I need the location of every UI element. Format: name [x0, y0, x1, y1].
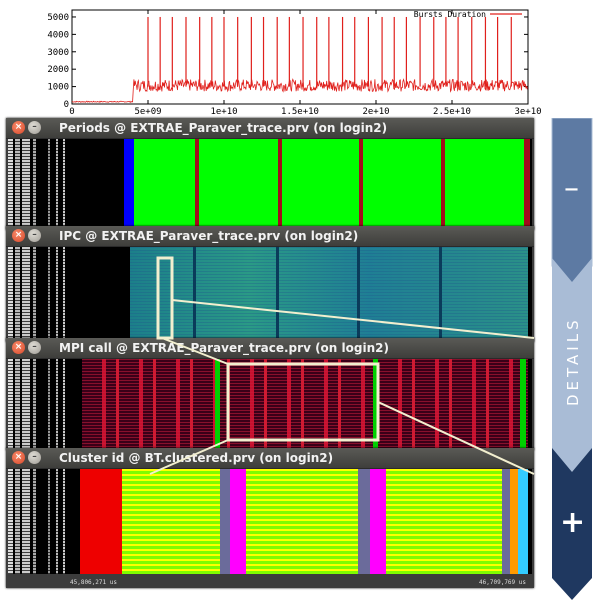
- y-tick-label: 2000: [47, 65, 69, 75]
- y-tick-label: 4000: [47, 30, 69, 40]
- cluster-orange-region: [510, 469, 518, 574]
- x-tick-label: 2e+10: [362, 107, 389, 117]
- process-labels: [8, 139, 72, 228]
- cluster-slate-region: [502, 469, 510, 574]
- y-tick-label: 3000: [47, 48, 69, 58]
- details-label: DETAILS: [564, 316, 582, 406]
- x-tick-label: 5e+09: [134, 107, 161, 117]
- ipc-teal-region: [130, 247, 528, 340]
- process-labels: [8, 469, 72, 574]
- x-tick-label: 3e+10: [514, 107, 541, 117]
- ipc-separator: [193, 247, 196, 340]
- period-separator: [441, 139, 445, 228]
- window-title: Periods @ EXTRAE_Paraver_trace.prv (on l…: [59, 121, 388, 135]
- timeline-black-region: [72, 469, 80, 574]
- details-middle-arrow: [552, 258, 592, 480]
- periods-blue-region: [124, 139, 134, 228]
- mpi-green-marker: [215, 359, 220, 448]
- mpi-call-region: [82, 359, 528, 448]
- periods-window[interactable]: × – Periods @ EXTRAE_Paraver_trace.prv (…: [6, 118, 534, 230]
- ipc-timeline[interactable]: [8, 247, 532, 340]
- periods-timeline[interactable]: [8, 139, 532, 228]
- minus-sign: –: [564, 171, 579, 206]
- cluster-slate-region: [358, 469, 370, 574]
- period-separator: [278, 139, 282, 228]
- process-labels: [8, 247, 72, 340]
- mpi-green-marker: [373, 359, 378, 448]
- chart-svg: 0 1000 2000 3000 4000 5000 0 5e+09 1e+10 1.5e+10 2…: [47, 9, 542, 117]
- mpi-call-timeline[interactable]: [8, 359, 532, 448]
- timeline-black-region: [72, 247, 130, 340]
- minimize-icon[interactable]: –: [28, 229, 41, 242]
- ipc-separator: [357, 247, 360, 340]
- window-title: Cluster id @ BT.clustered.prv (on login2…: [59, 451, 334, 465]
- period-separator: [195, 139, 199, 228]
- close-icon[interactable]: ×: [12, 341, 25, 354]
- y-tick-label: 0: [64, 100, 69, 110]
- mpi-green-marker: [520, 359, 526, 448]
- time-end-label: 46,709,769 us: [479, 579, 526, 586]
- period-separator: [524, 139, 530, 228]
- window-titlebar[interactable]: × – Cluster id @ BT.clustered.prv (on lo…: [6, 448, 534, 469]
- y-tick-label: 1000: [47, 83, 69, 93]
- y-tick-label: 5000: [47, 13, 69, 23]
- minimize-icon[interactable]: –: [28, 341, 41, 354]
- cluster-red-region: [80, 469, 122, 574]
- timeline-black-region: [72, 359, 82, 448]
- close-icon[interactable]: ×: [12, 229, 25, 242]
- period-separator: [359, 139, 363, 228]
- window-title: MPI call @ EXTRAE_Paraver_trace.prv (on …: [59, 341, 389, 355]
- window-titlebar[interactable]: × – Periods @ EXTRAE_Paraver_trace.prv (…: [6, 118, 534, 139]
- cluster-id-window[interactable]: × – Cluster id @ BT.clustered.prv (on lo…: [6, 448, 534, 588]
- legend-label: Bursts Duration: [414, 10, 486, 19]
- minimize-icon[interactable]: –: [28, 451, 41, 464]
- timeline-black-region: [72, 139, 124, 228]
- details-panel: – DETAILS +: [540, 118, 602, 600]
- ipc-separator: [439, 247, 442, 340]
- cluster-slate-region: [220, 469, 230, 574]
- close-icon[interactable]: ×: [12, 451, 25, 464]
- window-title: IPC @ EXTRAE_Paraver_trace.prv (on login…: [59, 229, 359, 243]
- close-icon[interactable]: ×: [12, 121, 25, 134]
- window-titlebar[interactable]: × – MPI call @ EXTRAE_Paraver_trace.prv …: [6, 338, 534, 359]
- x-tick-label: 2.5e+10: [433, 107, 471, 117]
- minimize-icon[interactable]: –: [28, 121, 41, 134]
- periods-green-region: [134, 139, 528, 228]
- cluster-green-region: [122, 469, 220, 574]
- cluster-cyan-region: [518, 469, 528, 574]
- window-titlebar[interactable]: × – IPC @ EXTRAE_Paraver_trace.prv (on l…: [6, 226, 534, 247]
- cluster-magenta-region: [230, 469, 246, 574]
- details-bottom-arrow: [552, 448, 592, 600]
- cluster-magenta-region: [370, 469, 386, 574]
- cluster-id-timeline[interactable]: [8, 469, 532, 574]
- mpi-call-window[interactable]: × – MPI call @ EXTRAE_Paraver_trace.prv …: [6, 338, 534, 450]
- cluster-green-region: [246, 469, 358, 574]
- x-tick-label: 1e+10: [210, 107, 237, 117]
- time-start-label: 45,806,271 us: [70, 579, 117, 586]
- ipc-window[interactable]: × – IPC @ EXTRAE_Paraver_trace.prv (on l…: [6, 226, 534, 342]
- cluster-green-region: [386, 469, 502, 574]
- details-arrows: [551, 118, 593, 600]
- bursts-duration-chart: 0 1000 2000 3000 4000 5000 0 5e+09 1e+10 1.5e+10 2…: [0, 0, 602, 118]
- plus-sign: +: [560, 505, 586, 540]
- process-labels: [8, 359, 72, 448]
- x-tick-label: 0: [69, 107, 74, 117]
- x-tick-label: 1.5e+10: [281, 107, 319, 117]
- ipc-separator: [276, 247, 279, 340]
- details-top-arrow: [552, 118, 592, 288]
